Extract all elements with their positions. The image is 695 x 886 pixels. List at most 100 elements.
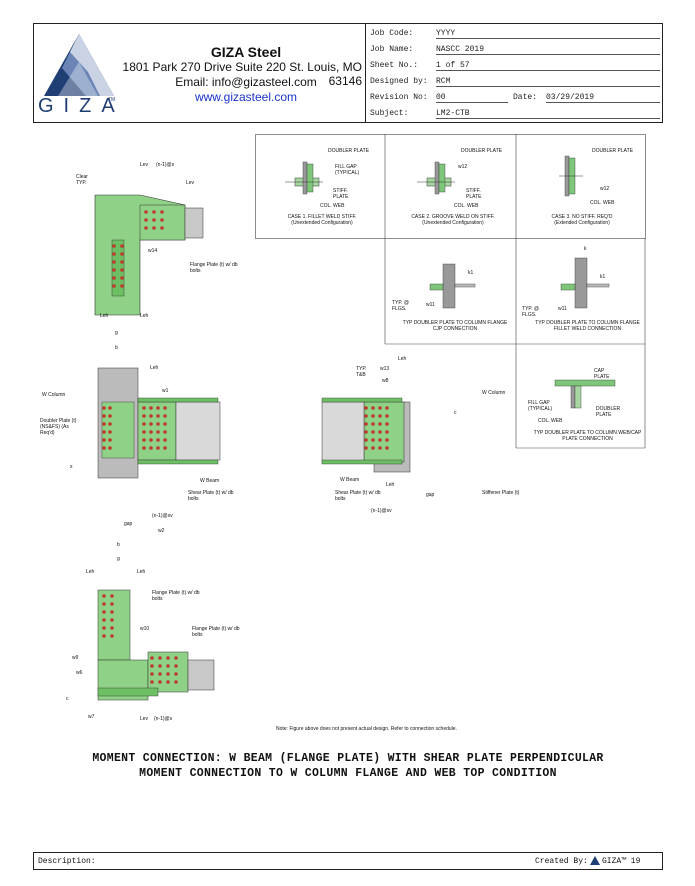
bolt: [102, 618, 106, 622]
bolt: [163, 406, 167, 410]
bolt: [158, 680, 162, 684]
bolt: [102, 414, 106, 418]
subject-label: Subject:: [370, 109, 409, 118]
bolt: [108, 422, 112, 426]
bolt: [150, 664, 154, 668]
created-by-label: Created By:: [535, 857, 588, 866]
fillet-sketch: [560, 257, 610, 309]
bolt: [152, 210, 156, 214]
label-g-2: g: [117, 556, 120, 562]
label-n1sv-right: (n-1)@sv: [371, 508, 392, 514]
label-stiffener: Stiffener Plate (t): [482, 490, 520, 496]
bolt: [160, 218, 164, 222]
revision-label: Revision No:: [370, 93, 428, 102]
label-leh-1: Leh: [100, 313, 109, 319]
case1-colweb: COL. WEB: [320, 203, 345, 209]
bolt: [120, 268, 124, 272]
cap-fill-gap: FILL GAP (TYPICAL): [528, 400, 553, 412]
bolt: [142, 430, 146, 434]
bolt: [160, 226, 164, 230]
fillet-w11: w11: [558, 306, 567, 312]
bolt: [385, 422, 389, 426]
fillet-k1: k1: [600, 274, 606, 280]
job-name-value: NASCC 2019: [436, 45, 660, 55]
bolt: [371, 446, 375, 450]
fillet-k: k: [584, 246, 587, 252]
label-clear-typ: Clear TYP.: [76, 174, 88, 186]
label-n1s-2: (n-1)@s: [154, 716, 173, 722]
company-website[interactable]: www.gizasteel.com: [194, 90, 298, 104]
bolt: [364, 422, 368, 426]
label-w9: w9: [72, 655, 79, 661]
bolt: [110, 602, 114, 606]
label-leh-3: Leh: [150, 365, 159, 371]
bolt: [112, 284, 116, 288]
label-g-1: g: [115, 330, 118, 336]
label-gap-left: gap: [124, 521, 133, 527]
label-leh-5: Leh: [386, 482, 395, 488]
label-w-beam-left: W Beam: [200, 478, 220, 484]
bolt: [378, 430, 382, 434]
bolt: [371, 438, 375, 442]
bolt: [102, 430, 106, 434]
bolt: [156, 406, 160, 410]
label-lev-2: Lev: [186, 180, 195, 186]
case2-doubler: DOUBLER PLATE: [461, 148, 503, 154]
job-code-label: Job Code:: [370, 29, 414, 38]
bolt: [120, 284, 124, 288]
bolt: [102, 406, 106, 410]
bolt: [142, 446, 146, 450]
bolt: [378, 422, 382, 426]
label-x: x: [70, 464, 73, 470]
case2-colweb: COL. WEB: [454, 203, 479, 209]
label-w-column-left: W Column: [42, 392, 66, 398]
bolt: [112, 244, 116, 248]
bolt: [149, 406, 153, 410]
footer-frame: [33, 852, 663, 870]
bolt: [156, 430, 160, 434]
company-email: Email: info@gizasteel.com: [175, 75, 317, 89]
label-b-2: b: [117, 542, 120, 548]
bolt: [110, 634, 114, 638]
bolt: [174, 680, 178, 684]
elevation-view-right: [321, 397, 411, 473]
figure-note: Note: Figure above does not present actu…: [276, 726, 457, 732]
cjp-w11: w11: [426, 302, 435, 308]
bolt: [156, 422, 160, 426]
bolt: [385, 438, 389, 442]
bolt: [102, 594, 106, 598]
bolt: [150, 680, 154, 684]
bolt: [149, 438, 153, 442]
label-w2: w2: [158, 528, 165, 534]
bolt: [144, 218, 148, 222]
bolt: [166, 664, 170, 668]
case1-stiff: STIFF. PLATE: [333, 188, 349, 200]
label-typ-tb: TYP. T&B: [356, 366, 367, 378]
bolt: [120, 260, 124, 264]
bolt: [110, 626, 114, 630]
bolt: [142, 414, 146, 418]
bolt: [364, 414, 368, 418]
bolt: [364, 430, 368, 434]
bolt: [120, 276, 124, 280]
bolt: [378, 414, 382, 418]
case2-w12: w12: [458, 164, 468, 170]
logo-tm: TM: [108, 97, 116, 103]
cap-caption: TYP DOUBLER PLATE TO COLUMN WEB/CAP PLAT…: [533, 430, 642, 443]
case3-w12: w12: [600, 186, 610, 192]
bolt: [112, 276, 116, 280]
cjp-sketch: [429, 263, 476, 309]
elevation-view-left: [97, 367, 221, 479]
bolt: [142, 406, 146, 410]
label-leh-7: Leh: [137, 569, 146, 575]
label-c-left: c: [66, 696, 69, 702]
label-leh-6: Leh: [86, 569, 95, 575]
label-flange-plate-3: Flange Plate (t) w/ db bolts: [192, 626, 240, 638]
bolt: [156, 414, 160, 418]
title-block: Job Code: YYYY Job Name: NASCC 2019 Shee…: [370, 27, 660, 123]
footer-brand: GIZA™ 19: [602, 857, 641, 866]
label-lev-3: Lev: [140, 716, 149, 722]
bolt: [152, 218, 156, 222]
case2-caption: CASE 2. GROOVE WELD ON STIFF.(Unextended…: [411, 214, 495, 227]
job-name-label: Job Name:: [370, 45, 414, 54]
